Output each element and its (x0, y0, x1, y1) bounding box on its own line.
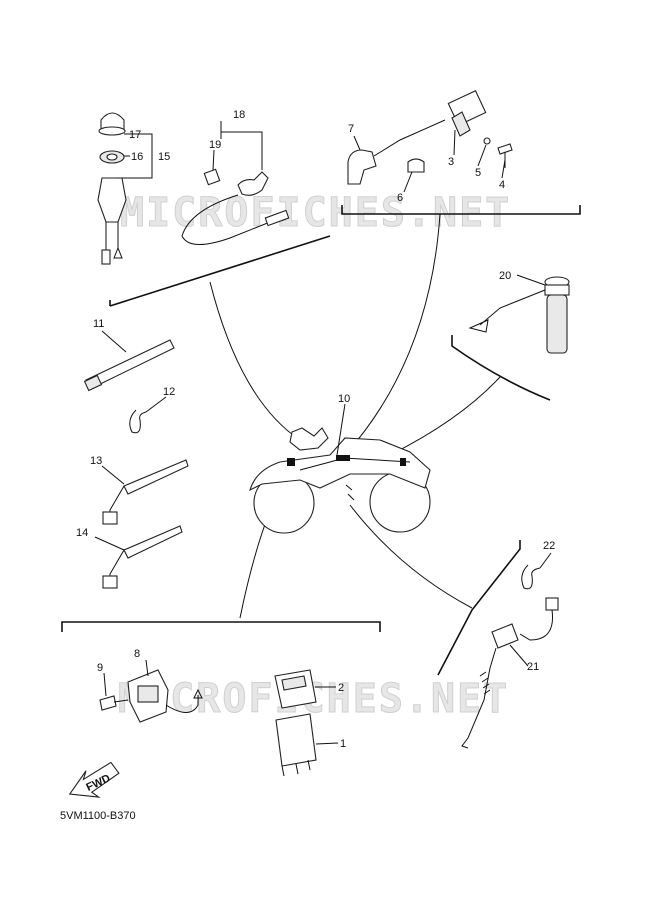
group-brackets (61, 205, 581, 676)
callout-3: 3 (448, 156, 454, 168)
callout-11: 11 (93, 318, 104, 330)
callout-21: 21 (527, 661, 539, 673)
callout-9: 9 (97, 662, 103, 674)
callout-4: 4 (499, 179, 505, 191)
switch-cable-assembly (347, 90, 513, 185)
cable-tie-14 (102, 525, 183, 589)
clamp-12 (129, 409, 147, 434)
callout-6: 6 (397, 192, 403, 204)
relay (275, 713, 317, 777)
watermark-top: MICROFICHES.NET (120, 190, 511, 236)
callout-14: 14 (76, 527, 88, 539)
key-switch-assembly (97, 112, 127, 265)
callout-15: 15 (158, 151, 170, 163)
callout-13: 13 (90, 455, 102, 467)
callout-8: 8 (134, 648, 140, 660)
callout-19: 19 (209, 139, 221, 151)
leader-lines (209, 213, 501, 619)
callout-5: 5 (475, 167, 481, 179)
callout-7: 7 (348, 123, 354, 135)
callout-leaders (94, 121, 552, 745)
brake-switch-assembly (461, 564, 559, 749)
callout-18: 18 (233, 109, 245, 121)
callout-labels: 17 16 15 18 19 7 3 5 4 6 20 11 12 10 13 … (76, 109, 555, 750)
callout-2: 2 (338, 682, 344, 694)
sender-unit (468, 276, 570, 354)
callout-22: 22 (543, 540, 555, 552)
callout-16: 16 (131, 151, 143, 163)
callout-17: 17 (129, 129, 141, 141)
callout-12: 12 (163, 386, 175, 398)
callout-10: 10 (338, 393, 350, 405)
bracket-assembly (99, 669, 203, 723)
vehicle-outline (249, 427, 431, 534)
fwd-arrow: FWD (68, 761, 120, 798)
cable-tie-13 (102, 459, 189, 525)
part-code: 5VM1100-B370 (60, 810, 136, 822)
callout-20: 20 (499, 270, 511, 282)
relay-cover (274, 669, 317, 709)
ignition-coil-assembly (181, 168, 290, 245)
cable-band (83, 339, 175, 392)
callout-1: 1 (340, 738, 346, 750)
